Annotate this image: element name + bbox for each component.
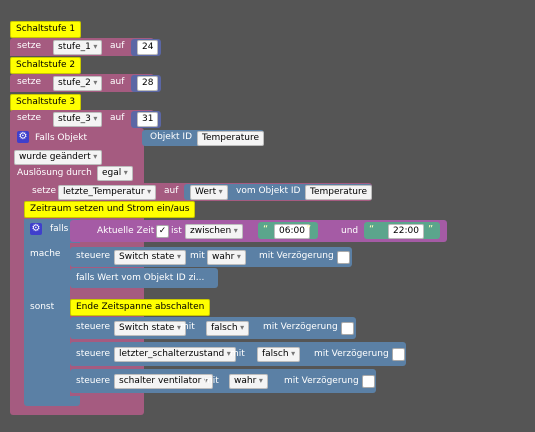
- value-dropdown[interactable]: wahr: [229, 374, 268, 389]
- ist-label: ist: [171, 226, 182, 236]
- object-id-field[interactable]: Temperature: [197, 131, 265, 146]
- value-dropdown[interactable]: wahr: [207, 250, 246, 265]
- quote-close-icon: ”: [306, 224, 312, 235]
- number-field[interactable]: 28: [137, 76, 159, 91]
- value-dropdown[interactable]: falsch: [206, 321, 250, 336]
- comment-schaltstufe-1[interactable]: Schaltstufe 1: [10, 21, 82, 38]
- ausloesung-label: Auslösung durch: [17, 168, 92, 178]
- target-dropdown[interactable]: Switch state: [114, 321, 186, 336]
- trigger-title: Falls Objekt: [35, 133, 87, 143]
- set-label: setze: [17, 77, 42, 87]
- gear-icon[interactable]: ⚙: [30, 223, 42, 235]
- number-block[interactable]: 28: [131, 75, 162, 92]
- if-footer: [24, 396, 80, 406]
- object-field[interactable]: Temperature: [305, 185, 373, 200]
- of-object-label: vom Objekt ID: [236, 186, 301, 196]
- target-dropdown[interactable]: letzter_schalterzustand: [114, 347, 236, 362]
- comment-ende-zeitspanne[interactable]: Ende Zeitspanne abschalten: [70, 299, 211, 316]
- value-of-object-block[interactable]: Wert vom Objekt ID Temperature: [184, 184, 373, 200]
- number-field[interactable]: 31: [137, 112, 159, 127]
- value-dropdown[interactable]: falsch: [257, 347, 301, 362]
- falls-label: falls: [50, 224, 69, 234]
- collapsed-if-block[interactable]: falls Wert vom Objekt ID zi...: [70, 268, 218, 288]
- set-stufe-2-block[interactable]: setze stufe_2 auf 28: [10, 74, 162, 92]
- to-time-block[interactable]: “ 22:00 ”: [364, 222, 440, 239]
- quote-open-icon: “: [369, 224, 375, 235]
- ausloesung-dropdown[interactable]: egal: [97, 166, 133, 181]
- gear-icon[interactable]: ⚙: [17, 131, 29, 143]
- current-time-label: Aktuelle Zeit: [97, 226, 155, 236]
- mit-label: mit: [230, 349, 245, 359]
- variable-dropdown[interactable]: stufe_1: [53, 40, 103, 55]
- checkbox-icon[interactable]: [362, 375, 375, 388]
- set-stufe-1-block[interactable]: setze stufe_1 auf 24: [10, 38, 162, 56]
- control-label: steuere: [76, 376, 111, 386]
- control-block[interactable]: steuere Switch state mit falsch mit Verz…: [70, 317, 356, 339]
- set-label: setze: [32, 186, 57, 196]
- set-temperature-block[interactable]: setze letzte_Temperatur auf Wert vom Obj…: [24, 183, 373, 201]
- number-block[interactable]: 31: [131, 111, 162, 128]
- set-stufe-3-block[interactable]: setze stufe_3 auf 31: [10, 110, 162, 128]
- sonst-label: sonst: [30, 302, 55, 312]
- variable-dropdown[interactable]: stufe_3: [53, 112, 103, 127]
- delay-label: mit Verzögerung: [263, 322, 338, 332]
- control-label: steuere: [76, 251, 111, 261]
- mit-label: mit: [180, 322, 195, 332]
- object-id-label: Objekt ID: [150, 132, 193, 142]
- trigger-footer: [10, 405, 144, 415]
- to-time-field[interactable]: 22:00: [388, 224, 424, 239]
- comment-zeitraum[interactable]: Zeitraum setzen und Strom ein/aus: [24, 201, 196, 218]
- to-label: auf: [110, 77, 125, 87]
- from-time-block[interactable]: “ 06:00 ”: [258, 222, 318, 239]
- delay-label: mit Verzögerung: [284, 376, 359, 386]
- checkbox-icon[interactable]: [337, 251, 350, 264]
- delay-label: mit Verzögerung: [314, 349, 389, 359]
- operator-dropdown[interactable]: zwischen: [185, 224, 243, 239]
- control-block[interactable]: steuere schalter ventilator mit wahr mit…: [70, 369, 376, 393]
- collapsed-label: falls Wert vom Objekt ID zi...: [76, 273, 205, 283]
- checkbox-icon[interactable]: ✓: [156, 225, 169, 238]
- und-label: und: [341, 226, 359, 236]
- delay-label: mit Verzögerung: [259, 251, 334, 261]
- comment-schaltstufe-2[interactable]: Schaltstufe 2: [10, 57, 82, 74]
- quote-open-icon: “: [263, 224, 269, 235]
- target-dropdown[interactable]: Switch state: [114, 250, 186, 265]
- control-block[interactable]: steuere letzter_schalterzustand mit fals…: [70, 342, 406, 366]
- to-label: auf: [110, 113, 125, 123]
- to-label: auf: [110, 41, 125, 51]
- variable-dropdown[interactable]: letzte_Temperatur: [58, 185, 157, 200]
- from-time-field[interactable]: 06:00: [274, 224, 310, 239]
- target-dropdown[interactable]: schalter ventilator: [114, 374, 213, 389]
- object-id-block[interactable]: Objekt ID Temperature: [142, 130, 265, 146]
- mit-label: mit: [190, 251, 205, 261]
- value-dropdown[interactable]: Wert: [190, 185, 228, 200]
- if-else-block[interactable]: [24, 219, 70, 401]
- set-label: setze: [17, 41, 42, 51]
- comment-schaltstufe-3[interactable]: Schaltstufe 3: [10, 94, 82, 111]
- control-label: steuere: [76, 349, 111, 359]
- checkbox-icon[interactable]: [392, 348, 405, 361]
- condition-dropdown[interactable]: wurde geändert: [14, 150, 103, 165]
- trigger-header: [10, 128, 138, 148]
- number-block[interactable]: 24: [131, 39, 162, 56]
- quote-close-icon: ”: [428, 224, 434, 235]
- mache-label: mache: [30, 249, 61, 259]
- mit-label: mit: [204, 376, 219, 386]
- control-block[interactable]: steuere Switch state mit wahr mit Verzög…: [70, 247, 352, 267]
- variable-dropdown[interactable]: stufe_2: [53, 76, 103, 91]
- number-field[interactable]: 24: [137, 40, 159, 55]
- to-label: auf: [164, 186, 179, 196]
- trigger-body-bar: [10, 180, 24, 406]
- time-condition-block[interactable]: Aktuelle Zeit ✓ ist zwischen “ 06:00 ” u…: [70, 220, 447, 242]
- control-label: steuere: [76, 322, 111, 332]
- set-label: setze: [17, 113, 42, 123]
- checkbox-icon[interactable]: [341, 322, 354, 335]
